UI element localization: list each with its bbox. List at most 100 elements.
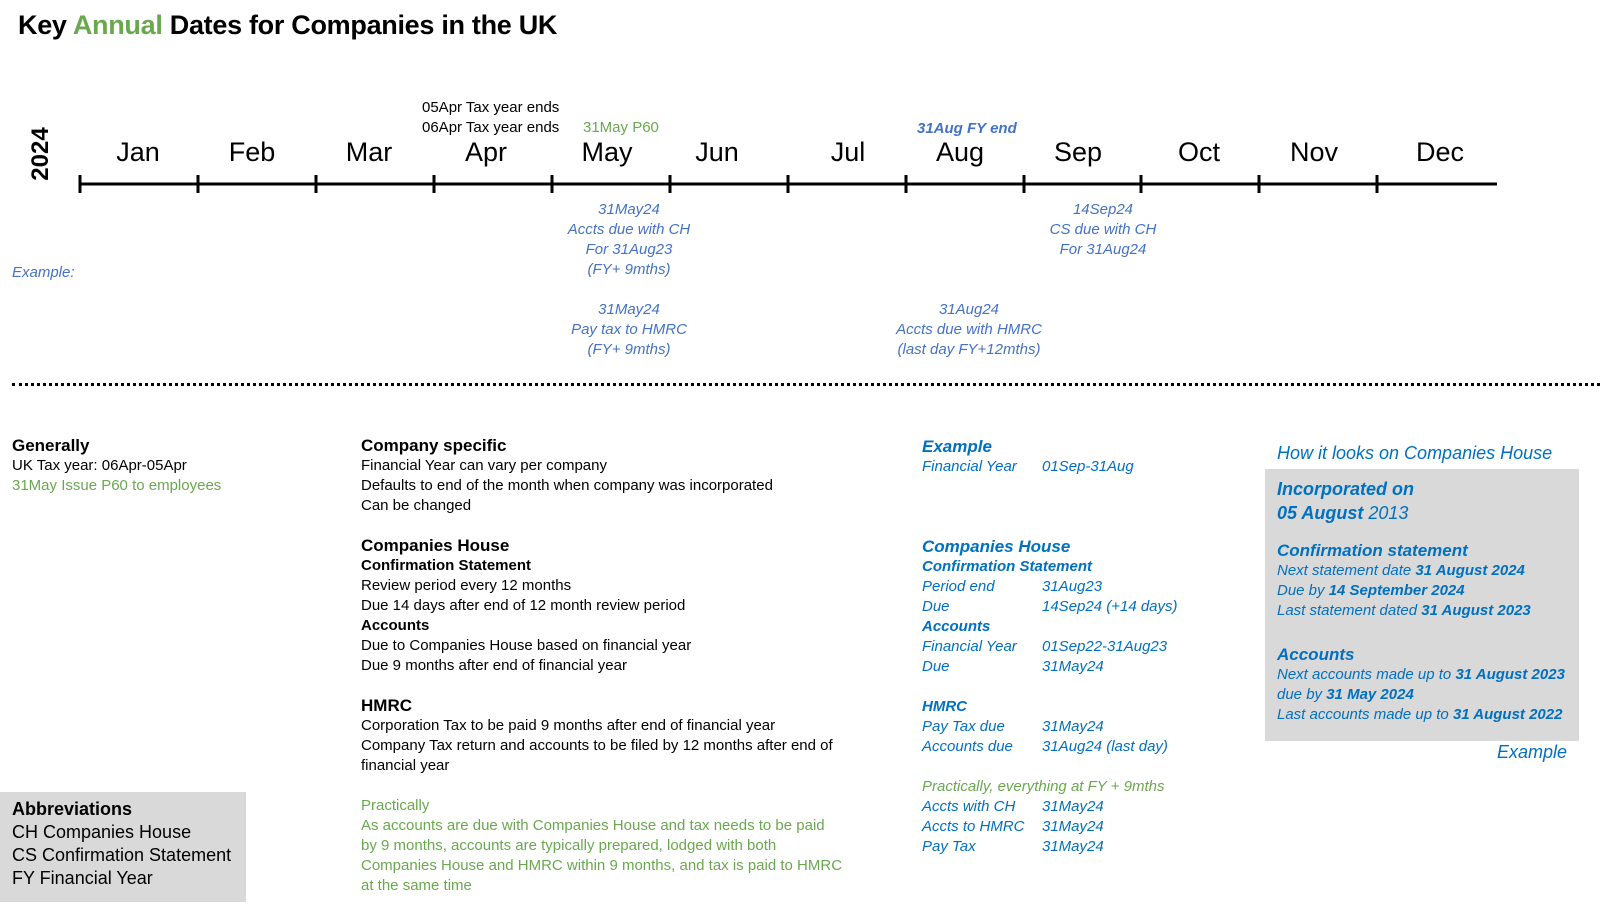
fy-end-note: 31Aug FY end (917, 120, 1017, 137)
text-line: Due 9 months after end of financial year (361, 657, 627, 674)
month-label: Dec (1415, 137, 1465, 167)
title-part-1: Key (18, 10, 73, 40)
may-tax-note: 31May24 Pay tax to HMRC (FY+ 9mths) (571, 300, 687, 360)
accounts-due-line: due by 31 May 2024 (1277, 686, 1414, 703)
generally-heading: Generally (12, 436, 90, 455)
last-statement-line: Last statement dated 31 August 2023 (1277, 602, 1531, 619)
hmrc-heading: HMRC (922, 698, 967, 715)
text-line: Can be changed (361, 497, 472, 514)
tax-year-start-note: 06Apr Tax year ends (422, 119, 560, 136)
text-line: Corporation Tax to be paid 9 months afte… (361, 717, 776, 734)
p60-line: 31May Issue P60 to employees (12, 477, 222, 494)
ch-view-panel: Incorporated on 05 August 2013 Confirmat… (1265, 469, 1579, 741)
text-line: Defaults to end of the month when compan… (361, 477, 773, 494)
month-label: Apr (464, 137, 508, 167)
note-line: 31May24 (598, 301, 660, 318)
title-accent: Annual (72, 10, 163, 40)
text-line: Due 14 days after end of 12 month review… (361, 597, 686, 614)
company-specific-section: Company specific Financial Year can vary… (361, 436, 842, 896)
title-part-2: Dates for Companies in the UK (162, 10, 558, 40)
text-line: at the same time (361, 877, 472, 894)
sep-cs-note: 14Sep24 CS due with CH For 31Aug24 (1050, 200, 1157, 260)
section-divider (12, 383, 1600, 386)
abbreviation-item: CS Confirmation Statement (12, 845, 232, 865)
text-line: by 9 months, accounts are typically prep… (361, 837, 777, 854)
month-label: May (581, 137, 633, 167)
due-by-line: Due by 14 September 2024 (1277, 582, 1465, 599)
note-line: Accts due with HMRC (896, 321, 1042, 338)
month-label: Aug (935, 137, 985, 167)
text-line: Financial Year can vary per company (361, 457, 607, 474)
month-label: Jun (695, 137, 739, 167)
generally-section: Generally UK Tax year: 06Apr-05Apr 31May… (12, 436, 221, 496)
note-line: (last day FY+12mths) (897, 341, 1041, 358)
ch-view-caption: How it looks on Companies House (1277, 443, 1553, 463)
incorporated-date: 05 August 2013 (1277, 503, 1409, 523)
note-line: CS due with CH (1049, 221, 1157, 238)
month-label: Mar (345, 137, 393, 167)
note-line: 31May24 (598, 201, 660, 218)
companies-house-heading: Companies House (922, 537, 1071, 556)
ch-view-example-label: Example (1497, 742, 1568, 762)
abbreviations-heading: Abbreviations (12, 799, 133, 819)
month-label: Jul (830, 137, 866, 167)
text-line: As accounts are due with Companies House… (361, 817, 825, 834)
page-title: Key Annual Dates for Companies in the UK (18, 10, 557, 41)
month-label: Nov (1289, 137, 1339, 167)
example-label: Example: (12, 264, 75, 281)
last-accounts-line: Last accounts made up to 31 August 2022 (1277, 706, 1563, 723)
company-specific-heading: Company specific (361, 436, 507, 455)
month-label: Feb (228, 137, 276, 167)
text-line: financial year (361, 757, 450, 774)
incorporated-label: Incorporated on (1277, 479, 1415, 499)
month-label: Sep (1053, 137, 1103, 167)
abbreviations-panel: Abbreviations CH Companies House CS Conf… (0, 792, 246, 902)
text-line: Review period every 12 months (361, 577, 572, 594)
next-statement-line: Next statement date 31 August 2024 (1277, 562, 1525, 579)
month-label: Jan (116, 137, 160, 167)
text-line: Due to Companies House based on financia… (361, 637, 692, 654)
text-line: Companies House and HMRC within 9 months… (361, 857, 843, 874)
timeline-ticks (78, 175, 1379, 193)
example-heading: Example (922, 437, 992, 456)
accounts-subheading: Accounts (361, 617, 430, 634)
abbreviation-item: FY Financial Year (12, 868, 153, 888)
note-line: (FY+ 9mths) (587, 261, 671, 278)
note-line: For 31Aug24 (1059, 241, 1147, 258)
hmrc-heading: HMRC (361, 696, 412, 715)
may-accounts-note: 31May24 Accts due with CH For 31Aug23 (F… (568, 200, 691, 280)
year-label: 2024 (27, 127, 54, 181)
next-accounts-line: Next accounts made up to 31 August 2023 (1277, 666, 1565, 683)
cs-subheading: Confirmation Statement (361, 557, 532, 574)
p60-note: 31May P60 (583, 119, 659, 136)
note-line: For 31Aug23 (585, 241, 673, 258)
tax-year-line: UK Tax year: 06Apr-05Apr (12, 457, 187, 474)
tax-year-notes: 05Apr Tax year ends 06Apr Tax year ends (422, 98, 559, 138)
accounts-heading: Accounts (1277, 645, 1355, 664)
note-line: 31Aug24 (938, 301, 1000, 318)
practically-note: Practically, everything at FY + 9mths (922, 778, 1165, 795)
aug-hmrc-note: 31Aug24 Accts due with HMRC (last day FY… (896, 300, 1042, 360)
cs-subheading: Confirmation Statement (922, 558, 1093, 575)
note-line: (FY+ 9mths) (587, 341, 671, 358)
practically-heading: Practically (361, 797, 430, 814)
abbreviation-item: CH Companies House (12, 822, 192, 842)
month-label: Oct (1177, 137, 1221, 167)
accounts-subheading: Accounts (922, 618, 991, 635)
text-line: Company Tax return and accounts to be fi… (361, 737, 833, 754)
note-line: Pay tax to HMRC (571, 321, 687, 338)
companies-house-heading: Companies House (361, 536, 510, 555)
note-line: Accts due with CH (567, 221, 691, 238)
cs-heading: Confirmation statement (1277, 541, 1468, 560)
